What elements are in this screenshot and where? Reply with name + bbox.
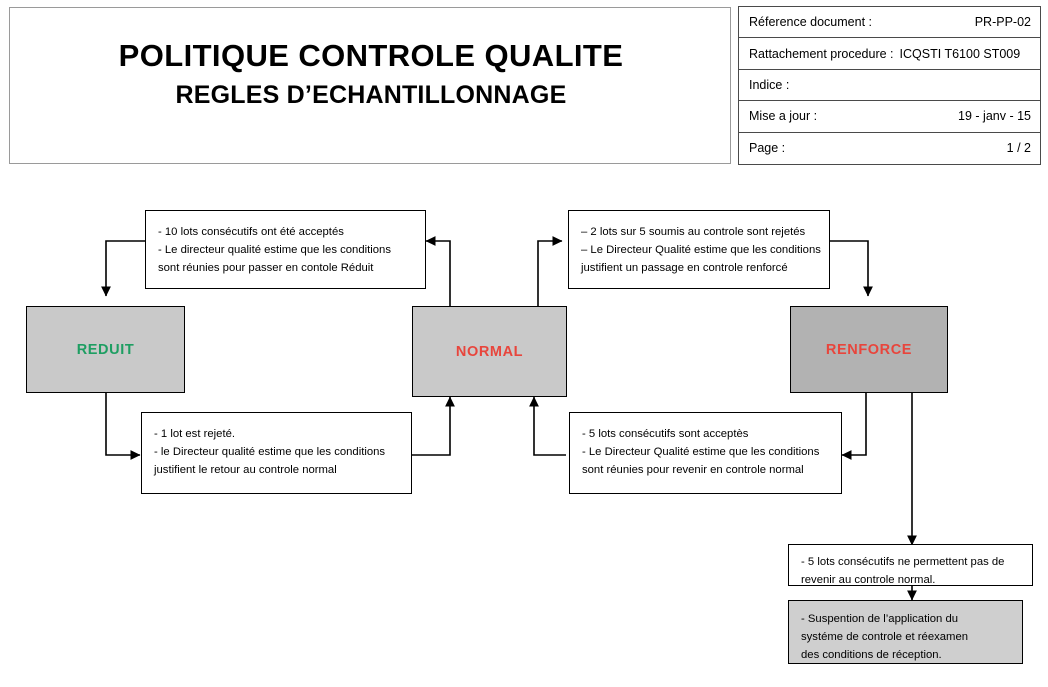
note-line: - Suspention de l’application du: [801, 613, 959, 625]
note-line: - Le directeur qualité estime que les co…: [158, 244, 391, 256]
meta-label: Mise a jour :: [749, 109, 818, 124]
note-suspension: - Suspention de l’application du systéme…: [788, 600, 1023, 664]
state-label-normal: NORMAL: [455, 343, 524, 360]
meta-value: 1 / 2: [1006, 141, 1031, 156]
document-header: POLITIQUE CONTROLE QUALITE REGLES D’ECHA…: [0, 0, 1048, 170]
note-no-return-to-normal: - 5 lots consécutifs ne permettent pas d…: [788, 544, 1033, 586]
note-text: - 5 lots consécutifs ne permettent pas d…: [801, 553, 1024, 589]
connector-normal-to-note-renforce: [537, 236, 563, 309]
title-block: POLITIQUE CONTROLE QUALITE REGLES D’ECHA…: [9, 7, 731, 164]
page-title: POLITIQUE CONTROLE QUALITE: [118, 38, 624, 73]
meta-value: ICQSTI T6100 ST009: [899, 46, 1021, 61]
note-line: - 10 lots consécutifs ont été acceptés: [158, 226, 344, 238]
note-line: - Le Directeur Qualité estime que les co…: [582, 446, 820, 458]
note-line: - 5 lots consécutifs ne permettent pas d…: [801, 556, 1005, 568]
meta-value: PR-PP-02: [974, 15, 1031, 30]
note-line: justifient un passage en controle renfor…: [581, 262, 788, 274]
note-line: - 1 lot est rejeté.: [154, 428, 235, 440]
flowchart-connectors: [101, 236, 917, 601]
note-line: revenir au controle normal.: [801, 574, 936, 586]
note-text: - 5 lots consécutifs sont acceptès - Le …: [582, 425, 833, 479]
page-subtitle: REGLES D’ECHANTILLONNAGE: [175, 81, 567, 109]
state-label-reduit: REDUIT: [76, 341, 135, 358]
meta-row-mise-a-jour: Mise a jour : 19 - janv - 15: [739, 101, 1040, 133]
meta-label: Indice :: [749, 77, 790, 92]
state-box-normal[interactable]: NORMAL: [412, 306, 567, 397]
connector-note-to-renforce: [830, 240, 873, 297]
note-text: - 1 lot est rejeté. - le Directeur quali…: [154, 425, 403, 479]
state-box-renforce[interactable]: RENFORCE: [790, 306, 948, 393]
meta-value: 19 - janv - 15: [958, 109, 1031, 124]
note-reduit-to-normal: - 1 lot est rejeté. - le Directeur quali…: [141, 412, 412, 494]
note-line: justifient le retour au controle normal: [154, 464, 337, 476]
note-conditions-to-renforce: – 2 lots sur 5 soumis au controle sont r…: [568, 210, 830, 289]
document-metadata-table: Réference document : PR-PP-02 Rattacheme…: [738, 6, 1041, 165]
note-line: systéme de controle et réexamen: [801, 631, 969, 643]
meta-row-page: Page : 1 / 2: [739, 133, 1040, 164]
note-line: des conditions de réception.: [801, 649, 942, 661]
meta-label: Rattachement procedure :: [749, 46, 894, 61]
note-line: sont réunies pour revenir en controle no…: [582, 464, 804, 476]
note-line: – Le Directeur Qualité estime que les co…: [581, 244, 821, 256]
sampling-rules-flowchart: - 10 lots consécutifs ont été acceptés -…: [0, 170, 1048, 687]
meta-row-rattachement: Rattachement procedure : ICQSTI T6100 ST…: [739, 38, 1040, 70]
note-line: - le Directeur qualité estime que les co…: [154, 446, 386, 458]
note-line: sont réunies pour passer en contole Rédu…: [158, 262, 374, 274]
note-text: – 2 lots sur 5 soumis au controle sont r…: [581, 223, 821, 277]
connector-normal-to-note-reduit: [425, 236, 451, 309]
state-label-renforce: RENFORCE: [825, 341, 913, 358]
connector-reduit-to-note-normal: [105, 393, 141, 460]
state-box-reduit[interactable]: REDUIT: [26, 306, 185, 393]
connector-renforce-to-note-normal: [841, 393, 867, 460]
meta-label: Page :: [749, 141, 786, 156]
note-conditions-to-reduit: - 10 lots consécutifs ont été acceptés -…: [145, 210, 426, 289]
connector-note-renforce-to-normal: [529, 396, 566, 456]
meta-row-reference: Réference document : PR-PP-02: [739, 7, 1040, 39]
note-text: - 10 lots consécutifs ont été acceptés -…: [158, 223, 417, 277]
connector-note-reduit-to-normal: [412, 396, 455, 456]
note-line: - 5 lots consécutifs sont acceptès: [582, 428, 749, 440]
meta-label: Réference document :: [749, 15, 872, 30]
meta-row-indice: Indice :: [739, 70, 1040, 102]
note-renforce-to-normal: - 5 lots consécutifs sont acceptès - Le …: [569, 412, 842, 494]
note-line: – 2 lots sur 5 soumis au controle sont r…: [581, 226, 806, 238]
connector-note-to-reduit: [101, 240, 146, 297]
note-text: - Suspention de l’application du systéme…: [801, 610, 1014, 664]
